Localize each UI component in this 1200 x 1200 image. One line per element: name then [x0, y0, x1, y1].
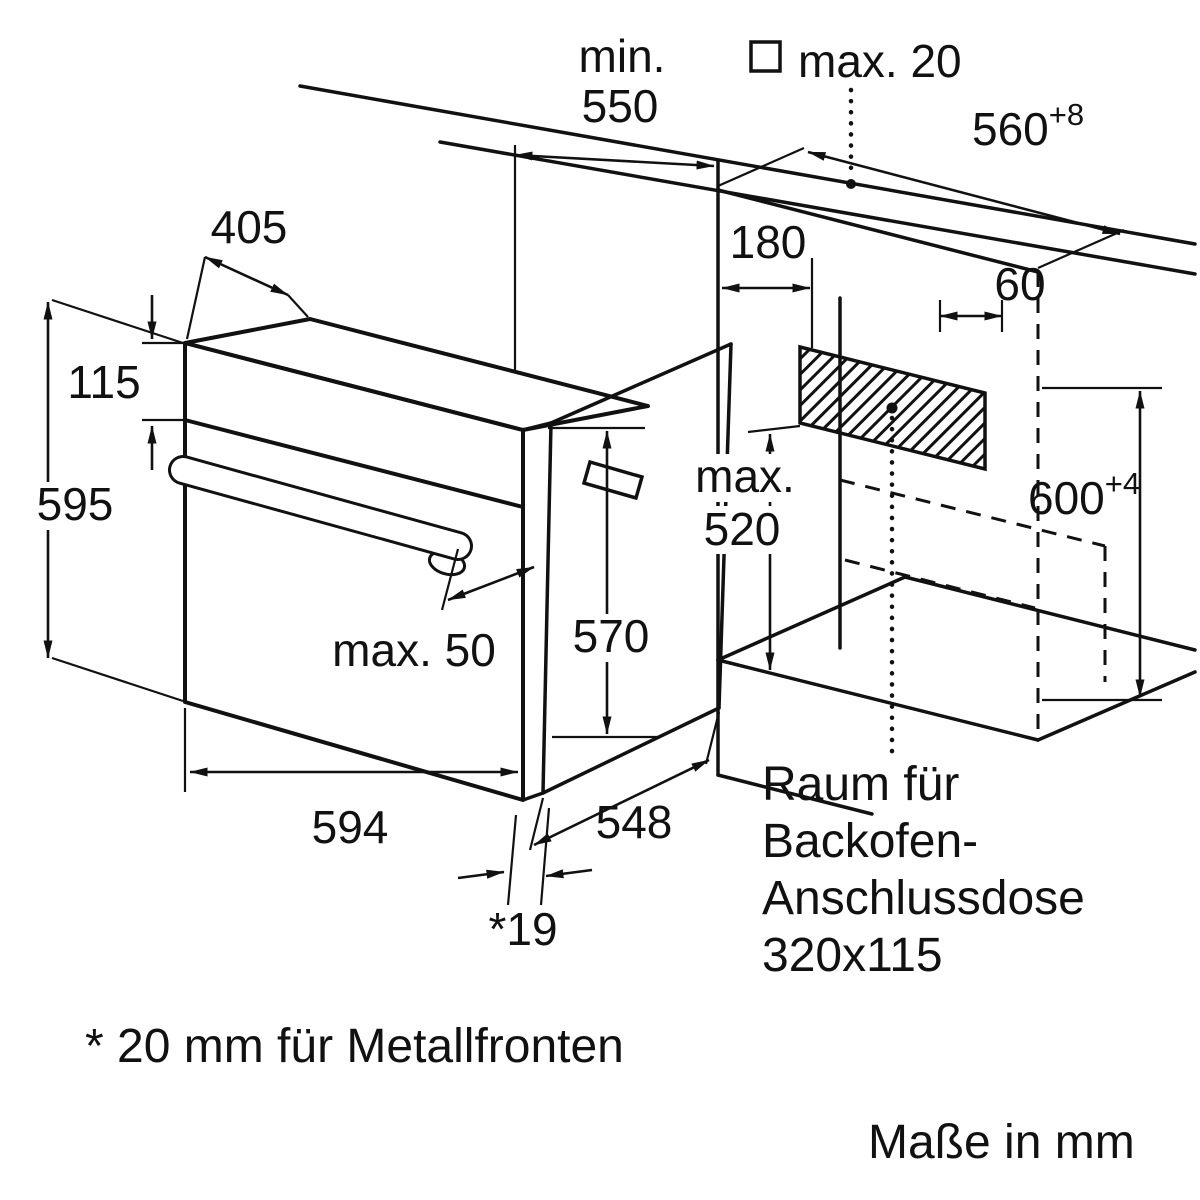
dim-115 — [142, 295, 183, 470]
niche-bottom-front-edge — [716, 658, 1040, 742]
socket-note: Raum für Backofen- Anschlussdose 320x115 — [762, 758, 1085, 982]
socket-note-line4: 320x115 — [762, 929, 943, 982]
label-595: 595 — [37, 478, 114, 530]
label-548: 548 — [596, 796, 673, 848]
dim-600 — [1042, 386, 1162, 702]
label-560-tolerance: +8 — [1049, 97, 1084, 132]
footnote-metal-fronts: * 20 mm für Metallfronten — [85, 1020, 624, 1073]
carcass-bottom-right-edge — [541, 706, 721, 795]
label-600-tolerance: +4 — [1105, 466, 1140, 501]
label-405: 405 — [211, 201, 288, 253]
niche-floor-right-depth-edge — [1036, 670, 1197, 742]
dim-594 — [183, 708, 525, 798]
door-handle-fill — [171, 458, 470, 558]
label-60: 60 — [994, 258, 1045, 310]
dim-180 — [721, 258, 814, 348]
label-594: 594 — [312, 801, 389, 853]
label-115: 115 — [67, 356, 140, 408]
label-bg-595 — [28, 482, 124, 530]
niche-floor-left-depth-edge — [716, 575, 907, 662]
label-180: 180 — [730, 216, 807, 268]
niche-hidden-edge-a — [839, 478, 1106, 548]
label-19: *19 — [488, 903, 557, 955]
dim-min-550 — [513, 145, 715, 372]
dim-595 — [43, 298, 184, 703]
worktop-dot — [846, 179, 856, 189]
niche-floor-rear-edge — [903, 575, 1197, 652]
label-560-value: 560 — [972, 103, 1049, 155]
connection-box-area — [798, 344, 987, 763]
worktop-square-icon — [749, 40, 782, 73]
socket-note-line1: Raum für — [762, 758, 959, 811]
label-550: 550 — [582, 80, 659, 132]
label-bg-max — [694, 454, 798, 502]
label-max520-word: max. — [695, 450, 795, 502]
dim-560 — [717, 146, 1125, 270]
worktop-leader — [846, 87, 856, 189]
carcass-step-bottom — [521, 791, 545, 802]
label-bg-570 — [564, 614, 658, 662]
label-570: 570 — [573, 610, 650, 662]
socket-note-line3: Anschlussdose — [762, 872, 1085, 925]
dim-60 — [938, 300, 1004, 332]
dim-max-50 — [440, 548, 535, 611]
niche-hidden-edge-c — [844, 558, 1036, 610]
label-min: min. — [579, 30, 666, 82]
niche-base-lower-edge — [716, 773, 874, 816]
countertop-bottom-edge — [438, 140, 1197, 276]
oven-top-face — [183, 317, 650, 432]
dim-405 — [185, 255, 309, 340]
oven-front-face — [183, 341, 525, 802]
side-vent-slot — [581, 459, 645, 501]
dim-19 — [457, 807, 593, 906]
carcass-step-top — [521, 421, 553, 432]
label-max520-value: 520 — [704, 503, 781, 555]
dim-570 — [548, 426, 658, 739]
label-bg-520 — [696, 506, 790, 554]
units-note: Maße in mm — [868, 1116, 1135, 1169]
connection-box-center-dot — [886, 402, 898, 414]
carcass-front-right-edge — [541, 421, 553, 795]
dim-548 — [528, 711, 721, 851]
label-600: 600+4 — [1028, 466, 1140, 524]
label-max-20: max. 20 — [798, 35, 962, 87]
label-max-50: max. 50 — [332, 624, 496, 676]
carcass-top-right-edge — [549, 342, 733, 425]
label-560: 560+8 — [972, 97, 1084, 155]
control-panel-bottom-edge — [183, 418, 525, 509]
oven-drawing — [168, 317, 733, 802]
label-600-value: 600 — [1028, 472, 1105, 524]
socket-note-line2: Backofen- — [762, 815, 978, 868]
